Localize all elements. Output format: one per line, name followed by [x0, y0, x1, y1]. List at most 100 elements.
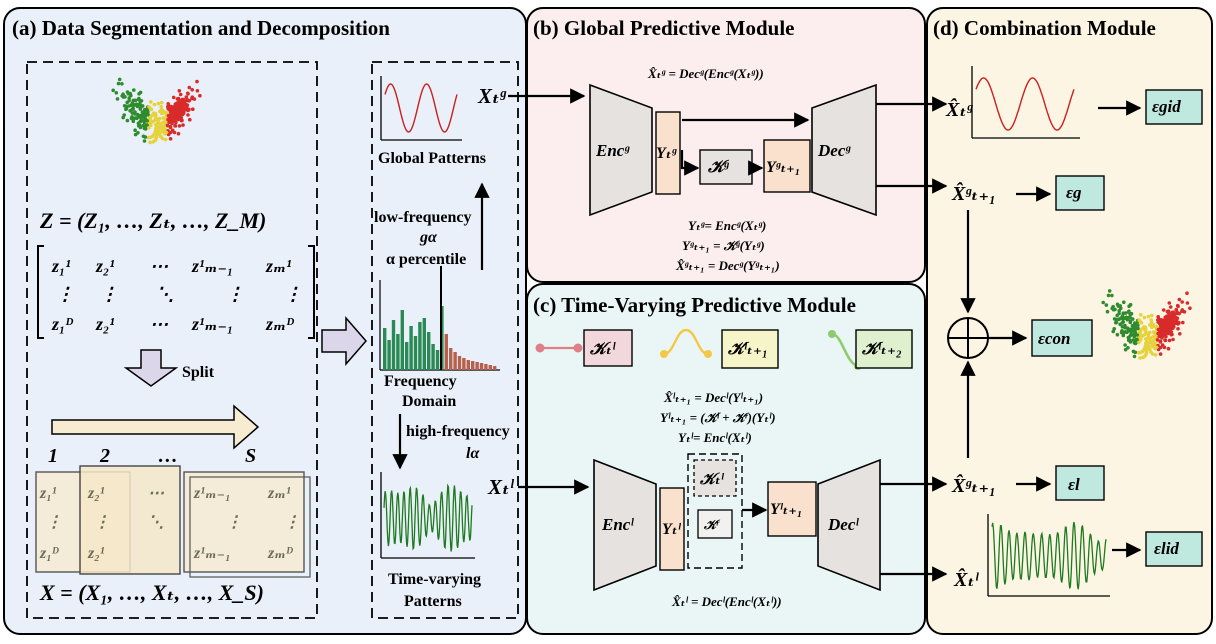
attractor-point	[1148, 323, 1152, 327]
k-t2-label: 𝒦ˡₜ₊₂	[861, 339, 902, 358]
attractor-point	[1164, 331, 1169, 335]
e-lid-label: εlid	[1154, 539, 1179, 558]
attractor-point	[198, 93, 202, 98]
attractor-point	[1112, 327, 1116, 331]
attractor-point	[1124, 315, 1129, 320]
decoder-l-block	[817, 458, 881, 592]
spectrum-bar	[400, 310, 404, 370]
attractor-point	[1154, 345, 1159, 350]
e-gid-label: εgid	[1152, 97, 1181, 116]
attractor-point	[1123, 330, 1127, 334]
attractor-point	[1104, 303, 1109, 307]
x-hat-t1-g-label-2: X̂ᵍₜ₊₁	[951, 473, 996, 497]
attractor-point	[1120, 325, 1125, 329]
attractor-point	[174, 120, 178, 125]
attractor-point	[1166, 346, 1171, 351]
l-alpha-label: lα	[466, 445, 480, 462]
attractor-point	[117, 77, 122, 82]
spectrum-bar	[493, 366, 497, 370]
attractor-point	[129, 116, 134, 121]
attractor-point	[1185, 291, 1189, 295]
k-t1-chip-dot	[704, 350, 712, 358]
matrix-cell: z₂¹	[95, 256, 115, 276]
matrix-cell: ⋮	[284, 284, 302, 304]
attractor-point	[147, 105, 151, 109]
attractor-point	[142, 120, 146, 125]
matrix-cell: z₂¹	[95, 314, 115, 334]
attractor-point	[1138, 351, 1142, 355]
attractor-point	[1162, 345, 1167, 350]
attractor-point	[1155, 338, 1160, 342]
attractor-point	[1161, 308, 1166, 312]
segment-cell: ⋮	[94, 514, 110, 531]
e-gid-box	[1145, 89, 1203, 125]
attractor-point	[134, 102, 139, 106]
latent-y-t-l-label: Yₜˡ	[662, 521, 682, 538]
k-t2-chip-dot	[828, 330, 836, 338]
latent-y-t-g	[655, 111, 681, 195]
attractor-point	[1153, 353, 1158, 357]
spectrum-bar	[479, 363, 484, 370]
attractor-point	[1129, 311, 1134, 316]
decompose-arrow-icon	[321, 315, 367, 367]
attractor-point	[156, 117, 161, 121]
k-t1-label: 𝒦ˡₜ₊₁	[727, 339, 768, 358]
spectrum-bar	[391, 320, 396, 370]
attractor-point	[144, 123, 149, 127]
attractor-point	[177, 89, 182, 93]
attractor-point	[1128, 340, 1133, 344]
attractor-point	[133, 128, 137, 132]
attractor-point	[184, 102, 188, 107]
x-t-g-label: Xₜᵍ	[477, 84, 507, 108]
latent-y-t1-g	[763, 139, 811, 193]
attractor-point	[133, 112, 137, 116]
attractor-point	[1133, 341, 1138, 346]
koopman-g-label: 𝒦ᵍ	[707, 157, 730, 176]
segment-label: …	[158, 445, 178, 467]
spectrum-bar	[396, 334, 400, 370]
segment-cell: z¹ₘ₋₁	[193, 485, 231, 502]
attractor-point	[133, 98, 138, 103]
koopman-l-label: 𝒦ₜˡ	[699, 471, 725, 488]
attractor-point	[1118, 304, 1122, 308]
attractor-point	[1156, 331, 1160, 336]
attractor-point	[187, 85, 192, 90]
segment-label: S	[245, 445, 256, 467]
attractor-point	[166, 114, 171, 118]
attractor-point	[1115, 332, 1120, 337]
attractor-point	[166, 106, 170, 111]
segment-window	[183, 471, 305, 573]
attractor-point	[1105, 309, 1110, 314]
spectrum-bar	[471, 361, 475, 370]
panel-d-title: (d) Combination Module	[933, 16, 1156, 40]
attractor-point	[121, 115, 125, 120]
panel-b-title: (b) Global Predictive Module	[533, 16, 795, 40]
attractor-point	[158, 109, 162, 114]
e-lid-box	[1145, 531, 1203, 567]
segment-window	[189, 476, 311, 578]
attractor-point	[160, 125, 164, 130]
latent-y-t-g-label: Yₜᵍ	[656, 145, 677, 162]
global-patterns-label: Global Patterns	[378, 150, 486, 167]
attractor-point	[188, 117, 192, 122]
attractor-point	[1145, 340, 1150, 344]
attractor-point	[171, 117, 176, 122]
attractor-point	[1157, 334, 1161, 339]
attractor-point	[155, 125, 160, 130]
attractor-point	[1143, 325, 1148, 330]
attractor-point	[148, 123, 153, 127]
attractor-point	[176, 131, 181, 136]
e-con-box	[1031, 319, 1093, 357]
attractor-point	[181, 123, 185, 127]
decoder-g-block	[811, 83, 877, 217]
attractor-point	[191, 107, 195, 111]
attractor-point	[140, 104, 145, 108]
attractor-point	[1167, 338, 1172, 343]
attractor-point	[1174, 307, 1179, 312]
panel-b	[526, 7, 926, 283]
attractor-point	[127, 96, 131, 100]
attractor-point	[1135, 333, 1139, 337]
matrix-cell: ⋮	[100, 284, 118, 304]
attractor-point	[1136, 326, 1140, 331]
attractor-point	[1130, 317, 1135, 321]
